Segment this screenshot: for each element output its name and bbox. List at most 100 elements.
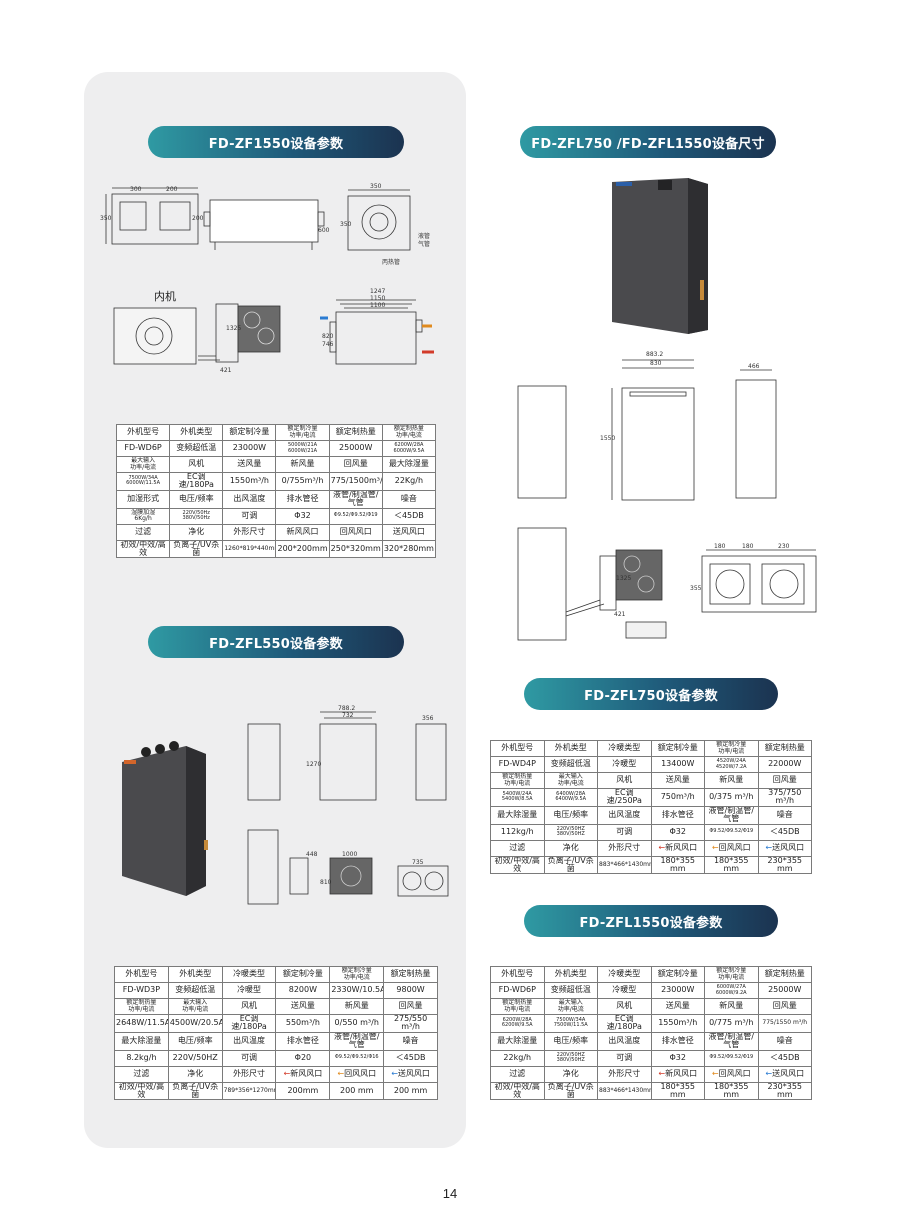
pipe-label: 丙热管 — [382, 258, 400, 266]
table-cell: 回风量 — [383, 998, 438, 1015]
table-cell: 冷暖类型 — [597, 740, 652, 757]
table-cell: 250*320mm — [328, 539, 383, 559]
table-cell: 冷暖型 — [597, 756, 652, 773]
table-row: 外机型号外机类型冷暖类型额定制冷量额定制冷量 功率/电流额定制热量 — [490, 966, 812, 983]
zfl750-params-title: FD-ZFL750设备参数 — [524, 678, 778, 710]
arrow-icon: ← — [283, 1068, 291, 1078]
table-cell: 最大输入 功率/电流 — [543, 772, 598, 789]
table-cell: 0/375 m³/h — [704, 788, 759, 807]
zf1550-spec-table: 外机型号外机类型额定制冷量额定制冷量 功率/电流额定制热量额定制热量 功率/电流… — [115, 424, 437, 559]
arrow-icon: ← — [765, 1068, 773, 1078]
table-cell: 变频超低温 — [169, 440, 224, 457]
table-cell: 2648W/11.5A — [114, 1014, 169, 1033]
pipe-label: 液管 — [418, 232, 430, 240]
table-cell: 25000W — [757, 982, 812, 999]
table-cell: 噪音 — [757, 1031, 812, 1051]
zfl550-params-title: FD-ZFL550设备参数 — [148, 626, 404, 658]
dim-label: 421 — [614, 611, 626, 618]
table-cell: 180*355 mm — [650, 1081, 705, 1101]
dim-label: 1325 — [226, 325, 241, 332]
table-row: 过滤净化外形尺寸新风风口回风风口送风风口 — [115, 523, 437, 541]
table-cell: FD-WD4P — [490, 756, 545, 773]
table-cell: 额定制热量 功率/电流 — [490, 998, 545, 1015]
table-cell: 9800W — [383, 982, 438, 999]
table-cell: 775/1550 m³/h — [757, 1014, 812, 1033]
table-cell: 180*355 mm — [650, 855, 705, 875]
table-cell: Φ9.52/Φ9.52/Φ19 — [704, 1049, 759, 1067]
table-cell: 初效/中效/高效 — [115, 539, 171, 559]
arrow-icon: ← — [711, 1068, 719, 1078]
table-cell: 最大除湿量 — [490, 1031, 545, 1051]
table-cell: Φ9.52/Φ9.52/Φ19 — [328, 507, 383, 525]
table-cell: 最大输入 功率/电流 — [115, 456, 171, 473]
table-cell: 可调 — [597, 823, 652, 841]
table-cell: 6200W/28A 6200W/9.5A — [490, 1014, 545, 1033]
table-cell: 最大输入 功率/电流 — [543, 998, 598, 1015]
dim-label: 600 — [318, 227, 330, 234]
table-cell: 额定制热量 — [383, 966, 438, 983]
table-cell: 180*355 mm — [704, 1081, 759, 1101]
table-cell: ＜45DB — [757, 823, 812, 841]
dim-label: 350 — [100, 215, 112, 222]
table-row: 加湿形式电压/频率出风温度排水管径液管/制温管/气管噪音 — [115, 489, 437, 509]
table-cell: 出风温度 — [222, 489, 277, 509]
table-cell: 初效/中效/高效 — [490, 855, 545, 875]
table-cell: ←送风风口 — [757, 1065, 812, 1083]
table-cell: 额定制冷量 功率/电流 — [275, 424, 330, 441]
table-cell: 过滤 — [490, 1065, 545, 1083]
table-cell: 789*356*1270mm — [221, 1081, 277, 1101]
arrow-icon: ← — [391, 1068, 398, 1078]
dim-label: 350 — [340, 221, 352, 228]
table-cell: 变频超低温 — [167, 982, 223, 999]
table-cell: 外机类型 — [543, 966, 598, 983]
table-cell: 25000W — [328, 440, 383, 457]
table-cell: 5400W/24A 5400W/8.5A — [490, 788, 545, 807]
table-cell: 冷暖型 — [597, 982, 652, 999]
table-cell: 风机 — [597, 998, 652, 1015]
table-cell: ←回风风口 — [704, 1065, 759, 1083]
zfl-dimensions-title: FD-ZFL750 /FD-ZFL1550设备尺寸 — [520, 126, 776, 158]
table-cell: Φ32 — [275, 507, 330, 525]
table-cell: Φ9.52/Φ9.52/Φ19 — [704, 823, 759, 841]
table-cell: Φ32 — [650, 1049, 705, 1067]
table-cell: 0/775 m³/h — [704, 1014, 759, 1033]
dim-label: 180 — [742, 543, 754, 550]
table-row: 额定制热量 功率/电流最大输入 功率/电流风机送风量新风量回风量 — [490, 772, 812, 789]
table-cell: ＜45DB — [381, 507, 437, 525]
table-cell: 送风风口 — [381, 523, 437, 541]
table-cell: 新风风口 — [275, 523, 330, 541]
table-cell: 初效/中效/高效 — [114, 1081, 169, 1101]
table-cell: 噪音 — [383, 1031, 438, 1051]
table-cell: 外机类型 — [543, 740, 598, 757]
arrow-icon: ← — [337, 1068, 345, 1078]
table-cell: 7500W/34A 6000W/11.5A — [115, 472, 171, 491]
table-cell: 负离子/UV杀菌 — [543, 855, 598, 875]
table-cell: ←送风风口 — [383, 1065, 438, 1083]
table-cell: 775/1500m³/h — [328, 472, 383, 491]
table-cell: 最大输入 功率/电流 — [167, 998, 223, 1015]
table-cell: 6400W/28A 6400W/9.5A — [543, 788, 598, 807]
table-row: 过滤净化外形尺寸←新风风口←回风风口←送风风口 — [114, 1065, 438, 1083]
table-cell: 过滤 — [114, 1065, 169, 1083]
dim-label: 230 — [778, 543, 790, 550]
table-cell: ←回风风口 — [329, 1065, 385, 1083]
table-cell: 净化 — [543, 1065, 598, 1083]
table-cell: 额定制冷量 — [650, 966, 705, 983]
table-cell: 200mm — [275, 1081, 331, 1101]
table-cell: 230*355 mm — [757, 1081, 812, 1101]
table-cell: 180*355 mm — [704, 855, 759, 875]
dim-label: 1270 — [306, 761, 321, 768]
table-cell: 230*355 mm — [757, 855, 812, 875]
table-cell: 22000W — [757, 756, 812, 773]
table-cell: 1550m³/h — [650, 1014, 705, 1033]
table-cell: 883*466*1430mm — [597, 1081, 652, 1101]
table-cell: 电压/频率 — [543, 805, 598, 825]
table-cell: 过滤 — [115, 523, 171, 541]
table-cell: 最大除湿量 — [114, 1031, 169, 1051]
